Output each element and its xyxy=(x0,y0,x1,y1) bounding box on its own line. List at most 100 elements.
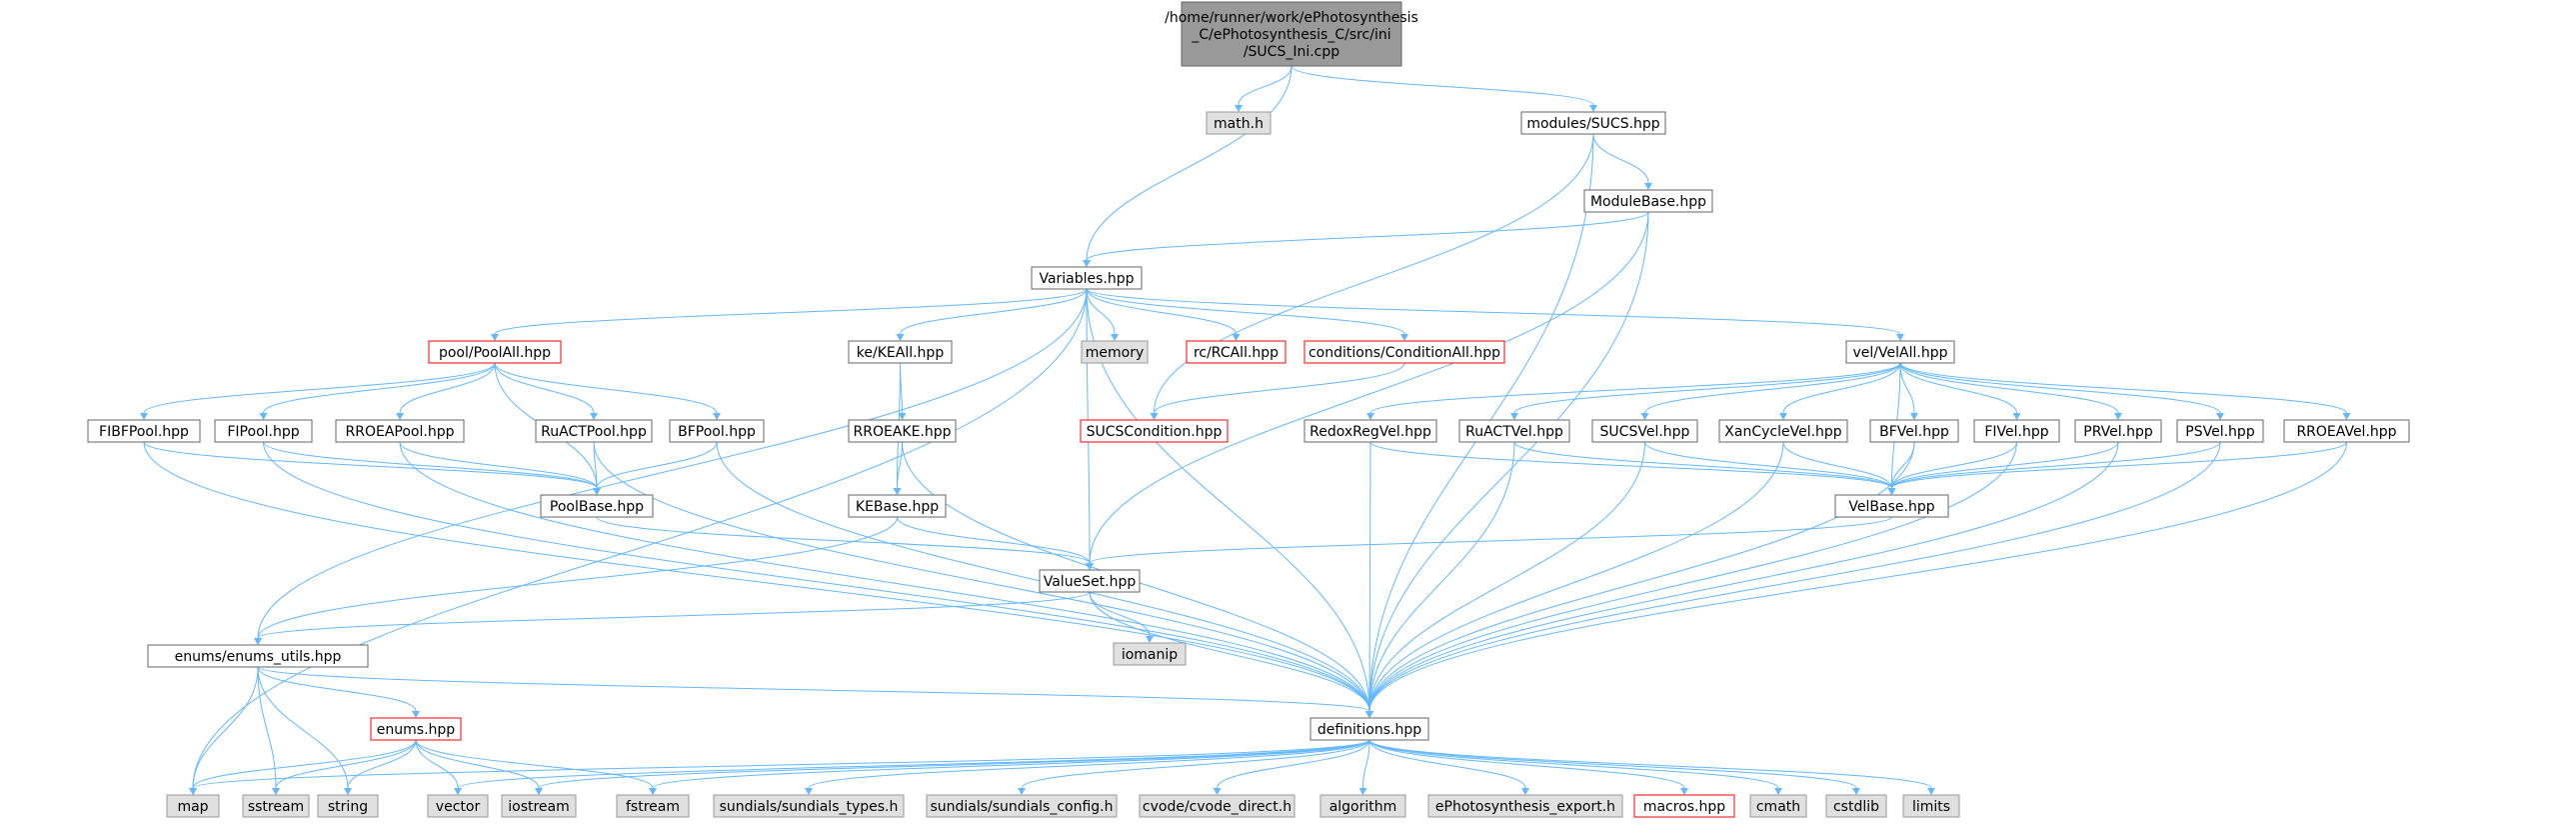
node-keall[interactable]: ke/KEAll.hpp xyxy=(848,340,953,364)
node-poolall[interactable]: pool/PoolAll.hpp xyxy=(428,340,562,364)
node-math_h[interactable]: math.h xyxy=(1206,111,1272,135)
node-rroeapool[interactable]: RROEAPool.hpp xyxy=(335,419,465,443)
node-iostream[interactable]: iostream xyxy=(501,794,577,818)
node-label: PSVel.hpp xyxy=(2185,424,2255,440)
node-label: ModuleBase.hpp xyxy=(1590,194,1706,210)
node-fivel[interactable]: FIVel.hpp xyxy=(1973,419,2060,443)
node-valueset[interactable]: ValueSet.hpp xyxy=(1039,569,1141,593)
node-label: RuACTVel.hpp xyxy=(1465,424,1563,440)
node-vector[interactable]: vector xyxy=(427,794,489,818)
node-kebase[interactable]: KEBase.hpp xyxy=(848,494,947,518)
edge-enums-to-string xyxy=(344,739,417,795)
node-box xyxy=(427,794,489,818)
node-box xyxy=(1031,266,1143,290)
node-label: conditions/ConditionAll.hpp xyxy=(1308,345,1500,361)
node-sucscondition[interactable]: SUCSCondition.hpp xyxy=(1080,419,1229,443)
edge-definitions-to-cvode_direct xyxy=(1213,739,1370,795)
node-box xyxy=(501,794,577,818)
node-modules_sucs[interactable]: modules/SUCS.hpp xyxy=(1520,111,1666,135)
node-label: enums/enums_utils.hpp xyxy=(175,649,342,665)
node-conditionall[interactable]: conditions/ConditionAll.hpp xyxy=(1303,340,1505,364)
edge-root-to-math_h xyxy=(1235,65,1292,112)
node-label: vel/VelAll.hpp xyxy=(1853,345,1948,361)
node-enums_utils[interactable]: enums/enums_utils.hpp xyxy=(147,644,369,668)
node-fibfpool[interactable]: FIBFPool.hpp xyxy=(87,419,201,443)
edge-rroeapool-to-poolbase xyxy=(399,441,601,495)
node-velall[interactable]: vel/VelAll.hpp xyxy=(1845,340,1955,364)
node-fstream[interactable]: fstream xyxy=(616,794,690,818)
node-rroeavel[interactable]: RROEAVel.hpp xyxy=(2283,419,2410,443)
edge-velall-to-prvel xyxy=(1899,362,2122,420)
node-label: RuACTPool.hpp xyxy=(541,424,647,440)
node-map[interactable]: map xyxy=(166,794,220,818)
node-label: FIVel.hpp xyxy=(1984,424,2048,440)
node-label: cvode/cvode_direct.h xyxy=(1143,799,1291,815)
node-box xyxy=(616,794,690,818)
edge-modulebase-to-valueset xyxy=(1086,211,1649,570)
node-label: PoolBase.hpp xyxy=(550,499,644,515)
node-ruactvel[interactable]: RuACTVel.hpp xyxy=(1458,419,1570,443)
edge-velall-to-rroeavel xyxy=(1899,362,2351,420)
node-ephoto_export[interactable]: ePhotosynthesis_export.h xyxy=(1427,794,1623,818)
node-label: fstream xyxy=(626,799,680,815)
node-cstdlib[interactable]: cstdlib xyxy=(1825,794,1887,818)
node-box xyxy=(1834,494,1949,518)
node-fipool[interactable]: FIPool.hpp xyxy=(214,419,313,443)
node-psvel[interactable]: PSVel.hpp xyxy=(2176,419,2264,443)
node-label: XanCycleVel.hpp xyxy=(1724,424,1842,440)
edge-fivel-to-definitions xyxy=(1365,441,2017,718)
node-box xyxy=(848,494,947,518)
node-redoxregvel[interactable]: RedoxRegVel.hpp xyxy=(1303,419,1437,443)
edge-definitions-to-macros xyxy=(1368,739,1688,795)
node-box xyxy=(535,419,653,443)
node-poolbase[interactable]: PoolBase.hpp xyxy=(540,494,654,518)
node-prvel[interactable]: PRVel.hpp xyxy=(2074,419,2162,443)
edge-variables-to-map xyxy=(189,288,1088,795)
node-root[interactable]: /home/runner/work/ePhotosynthesis_C/ePho… xyxy=(1165,1,1418,67)
node-box xyxy=(370,717,462,741)
node-string[interactable]: string xyxy=(317,794,379,818)
edge-variables-to-rcall xyxy=(1086,288,1241,341)
edge-modules_sucs-to-modulebase xyxy=(1592,133,1652,190)
node-label: /SUCS_Ini.cpp xyxy=(1244,44,1339,60)
node-sundials_config[interactable]: sundials/sundials_config.h xyxy=(926,794,1118,818)
node-cvode_direct[interactable]: cvode/cvode_direct.h xyxy=(1139,794,1295,818)
node-ruactpool[interactable]: RuACTPool.hpp xyxy=(535,419,653,443)
edge-velall-to-sucsvel xyxy=(1640,362,1901,420)
node-sundials_types[interactable]: sundials/sundials_types.h xyxy=(713,794,905,818)
node-variables[interactable]: Variables.hpp xyxy=(1031,266,1143,290)
edge-psvel-to-velbase xyxy=(1887,441,2221,495)
node-box xyxy=(1081,340,1149,364)
node-cmath[interactable]: cmath xyxy=(1749,794,1807,818)
node-sstream[interactable]: sstream xyxy=(242,794,310,818)
node-label: SUCSVel.hpp xyxy=(1600,424,1690,440)
node-enums[interactable]: enums.hpp xyxy=(370,717,462,741)
node-definitions[interactable]: definitions.hpp xyxy=(1309,717,1429,741)
edge-variables-to-poolall xyxy=(491,288,1088,341)
edge-definitions-to-sundials_config xyxy=(1018,739,1370,795)
node-modulebase[interactable]: ModuleBase.hpp xyxy=(1583,189,1713,213)
node-box xyxy=(1139,794,1295,818)
edge-definitions-to-ephoto_export xyxy=(1368,739,1529,795)
edge-root-to-variables xyxy=(1083,65,1292,267)
node-label: map xyxy=(177,799,208,815)
edge-ruactpool-to-definitions xyxy=(593,441,1373,718)
node-algorithm[interactable]: algorithm xyxy=(1319,794,1406,818)
edge-definitions-to-map xyxy=(189,739,1370,795)
node-velbase[interactable]: VelBase.hpp xyxy=(1834,494,1949,518)
node-label: VelBase.hpp xyxy=(1848,499,1934,515)
edge-enums-to-fstream xyxy=(415,739,657,795)
node-iomanip[interactable]: iomanip xyxy=(1113,642,1187,666)
node-label: iomanip xyxy=(1122,647,1178,663)
node-rcall[interactable]: rc/RCAll.hpp xyxy=(1186,340,1287,364)
node-bfvel[interactable]: BFVel.hpp xyxy=(1869,419,1959,443)
edge-variables-to-velall xyxy=(1086,288,1904,341)
node-macros[interactable]: macros.hpp xyxy=(1633,794,1735,818)
node-xancyclevel[interactable]: XanCycleVel.hpp xyxy=(1718,419,1848,443)
node-label: cstdlib xyxy=(1833,799,1879,815)
node-bfpool[interactable]: BFPool.hpp xyxy=(669,419,765,443)
node-limits[interactable]: limits xyxy=(1902,794,1960,818)
node-sucsvel[interactable]: SUCSVel.hpp xyxy=(1591,419,1698,443)
node-memory[interactable]: memory xyxy=(1081,340,1149,364)
node-rroeake[interactable]: RROEAKE.hpp xyxy=(848,419,957,443)
